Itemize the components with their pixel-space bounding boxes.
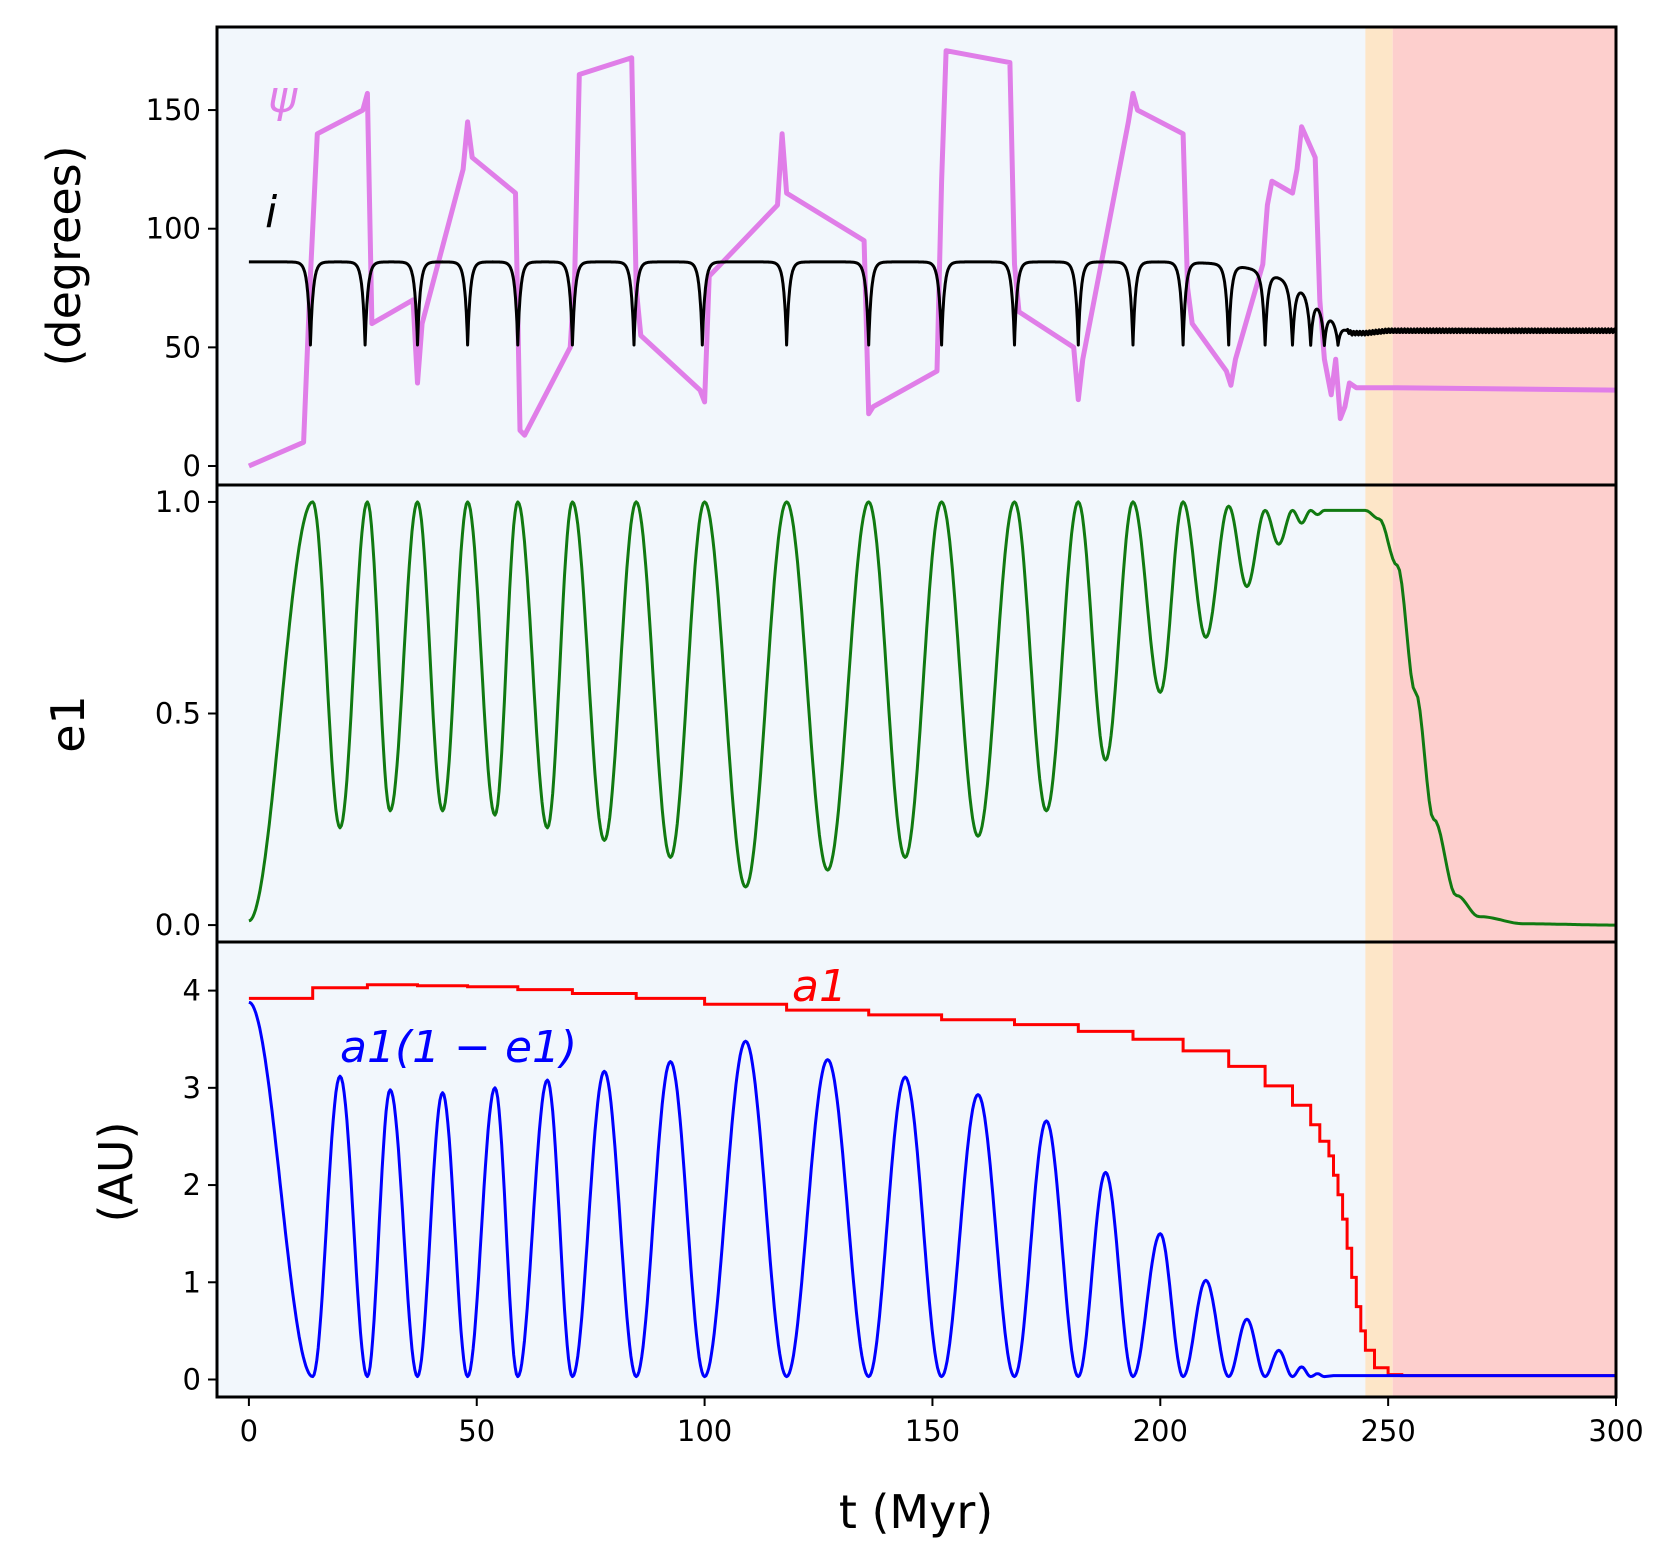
background-bands-middle — [217, 485, 1616, 942]
pericenter-line — [248, 1000, 1616, 1379]
y-tick-label: 4 — [183, 974, 201, 1008]
y-tick-label: 0.5 — [155, 697, 201, 731]
y-axis-title-top: (degrees) — [37, 145, 91, 366]
band-0-0 — [217, 27, 1366, 485]
x-tick-label: 50 — [458, 1414, 495, 1448]
band-2-1 — [1365, 942, 1393, 1397]
lines-eccentricity — [248, 500, 1616, 927]
y-tick-label: 3 — [183, 1071, 201, 1105]
x-tick-label: 0 — [240, 1414, 258, 1448]
y-tick-label: 100 — [146, 212, 201, 246]
lines-angles — [247, 48, 1616, 469]
x-tick-label: 200 — [1133, 1414, 1188, 1448]
figure-frame — [215, 25, 1618, 1399]
y-axis-title-bottom: (AU) — [89, 1121, 143, 1222]
y-axis-title-middle: e1 — [41, 695, 95, 753]
y-tick-label: 1.0 — [155, 485, 201, 519]
y-ticks-middle: 0.0 0.5 1.0 — [155, 485, 217, 942]
a1-pericenter-annotation: a1(1 − e1) — [340, 1022, 577, 1073]
band-0-1 — [1365, 27, 1393, 485]
x-axis-title: t (Myr) — [839, 1485, 993, 1539]
y-tick-label: 150 — [146, 93, 201, 127]
y-tick-label: 0 — [183, 449, 201, 483]
i-annotation: i — [265, 187, 278, 238]
e1-line — [248, 500, 1616, 927]
y-tick-label: 0.0 — [155, 908, 201, 942]
band-2-2 — [1392, 942, 1616, 1397]
band-1-1 — [1365, 485, 1393, 942]
x-ticks: 0 50 100 150 200 250 300 — [240, 1397, 1644, 1448]
panel-eccentricity: 0.0 0.5 1.0 e1 — [41, 485, 1616, 942]
x-tick-label: 250 — [1360, 1414, 1415, 1448]
psi-annotation: ψ — [268, 72, 298, 123]
panel-semimajor: 0 1 2 3 4 a1 a1(1 − e1) (AU) 0 50 100 150 200 250… — [89, 942, 1644, 1539]
psi-line — [247, 48, 1616, 469]
y-tick-label: 1 — [183, 1265, 201, 1299]
x-tick-label: 150 — [905, 1414, 960, 1448]
x-tick-label: 100 — [677, 1414, 732, 1448]
lines-semimajor — [248, 983, 1616, 1379]
a1-annotation: a1 — [792, 961, 847, 1012]
y-ticks-bottom: 0 1 2 3 4 — [183, 974, 217, 1397]
inclination-line — [247, 260, 1616, 347]
band-1-2 — [1392, 485, 1616, 942]
y-ticks-top: 0 50 100 150 — [146, 93, 217, 483]
panel-angles: 0 50 100 150 ψ i (degrees) — [37, 27, 1616, 485]
y-tick-label: 2 — [183, 1168, 201, 1202]
background-bands-top — [217, 27, 1616, 485]
y-tick-label: 50 — [164, 330, 201, 364]
x-tick-label: 300 — [1588, 1414, 1643, 1448]
background-bands-bottom — [217, 942, 1616, 1397]
band-0-2 — [1392, 27, 1616, 485]
y-tick-label: 0 — [183, 1363, 201, 1397]
a1-line — [248, 983, 1616, 1378]
